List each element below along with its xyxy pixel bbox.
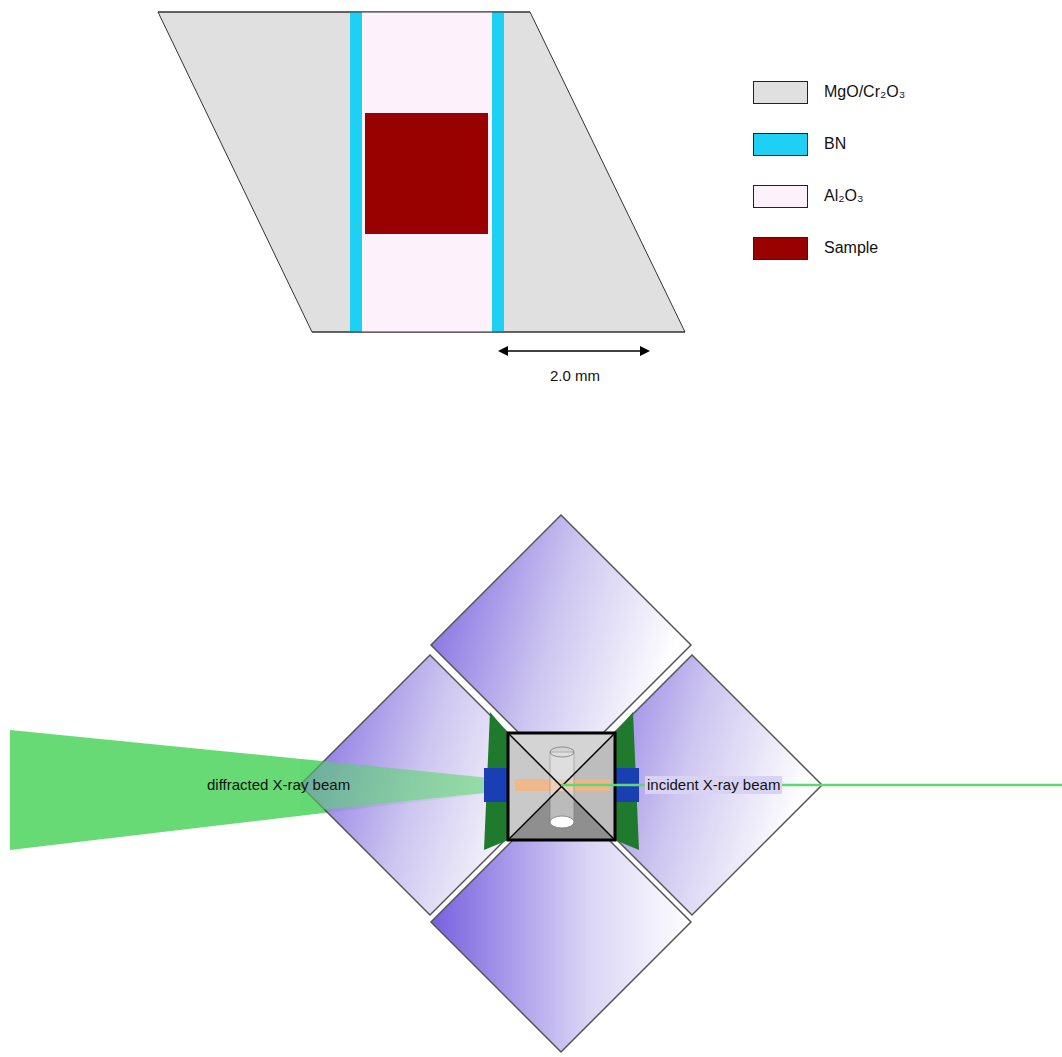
incident-beam <box>561 784 1062 787</box>
legend-swatch <box>753 81 808 104</box>
scale-bar <box>498 346 650 356</box>
assembly-section <box>158 12 685 332</box>
legend-text: Al₂O₃ <box>824 186 863 205</box>
legend-swatch <box>753 237 808 260</box>
beam-label: diffracted X-ray beam <box>207 776 350 794</box>
legend-swatch <box>753 133 808 156</box>
gaskets <box>484 712 639 850</box>
legend-swatch <box>753 185 808 208</box>
anvils <box>300 515 822 1052</box>
legend-text: BN <box>824 134 846 153</box>
legend-text: Sample <box>824 238 878 257</box>
dimension-label: 2.0 mm <box>550 367 600 385</box>
legend-text: MgO/Cr₂O₃ <box>824 82 905 101</box>
octahedron-cube <box>508 733 615 840</box>
beam-label: incident X-ray beam <box>645 776 782 794</box>
